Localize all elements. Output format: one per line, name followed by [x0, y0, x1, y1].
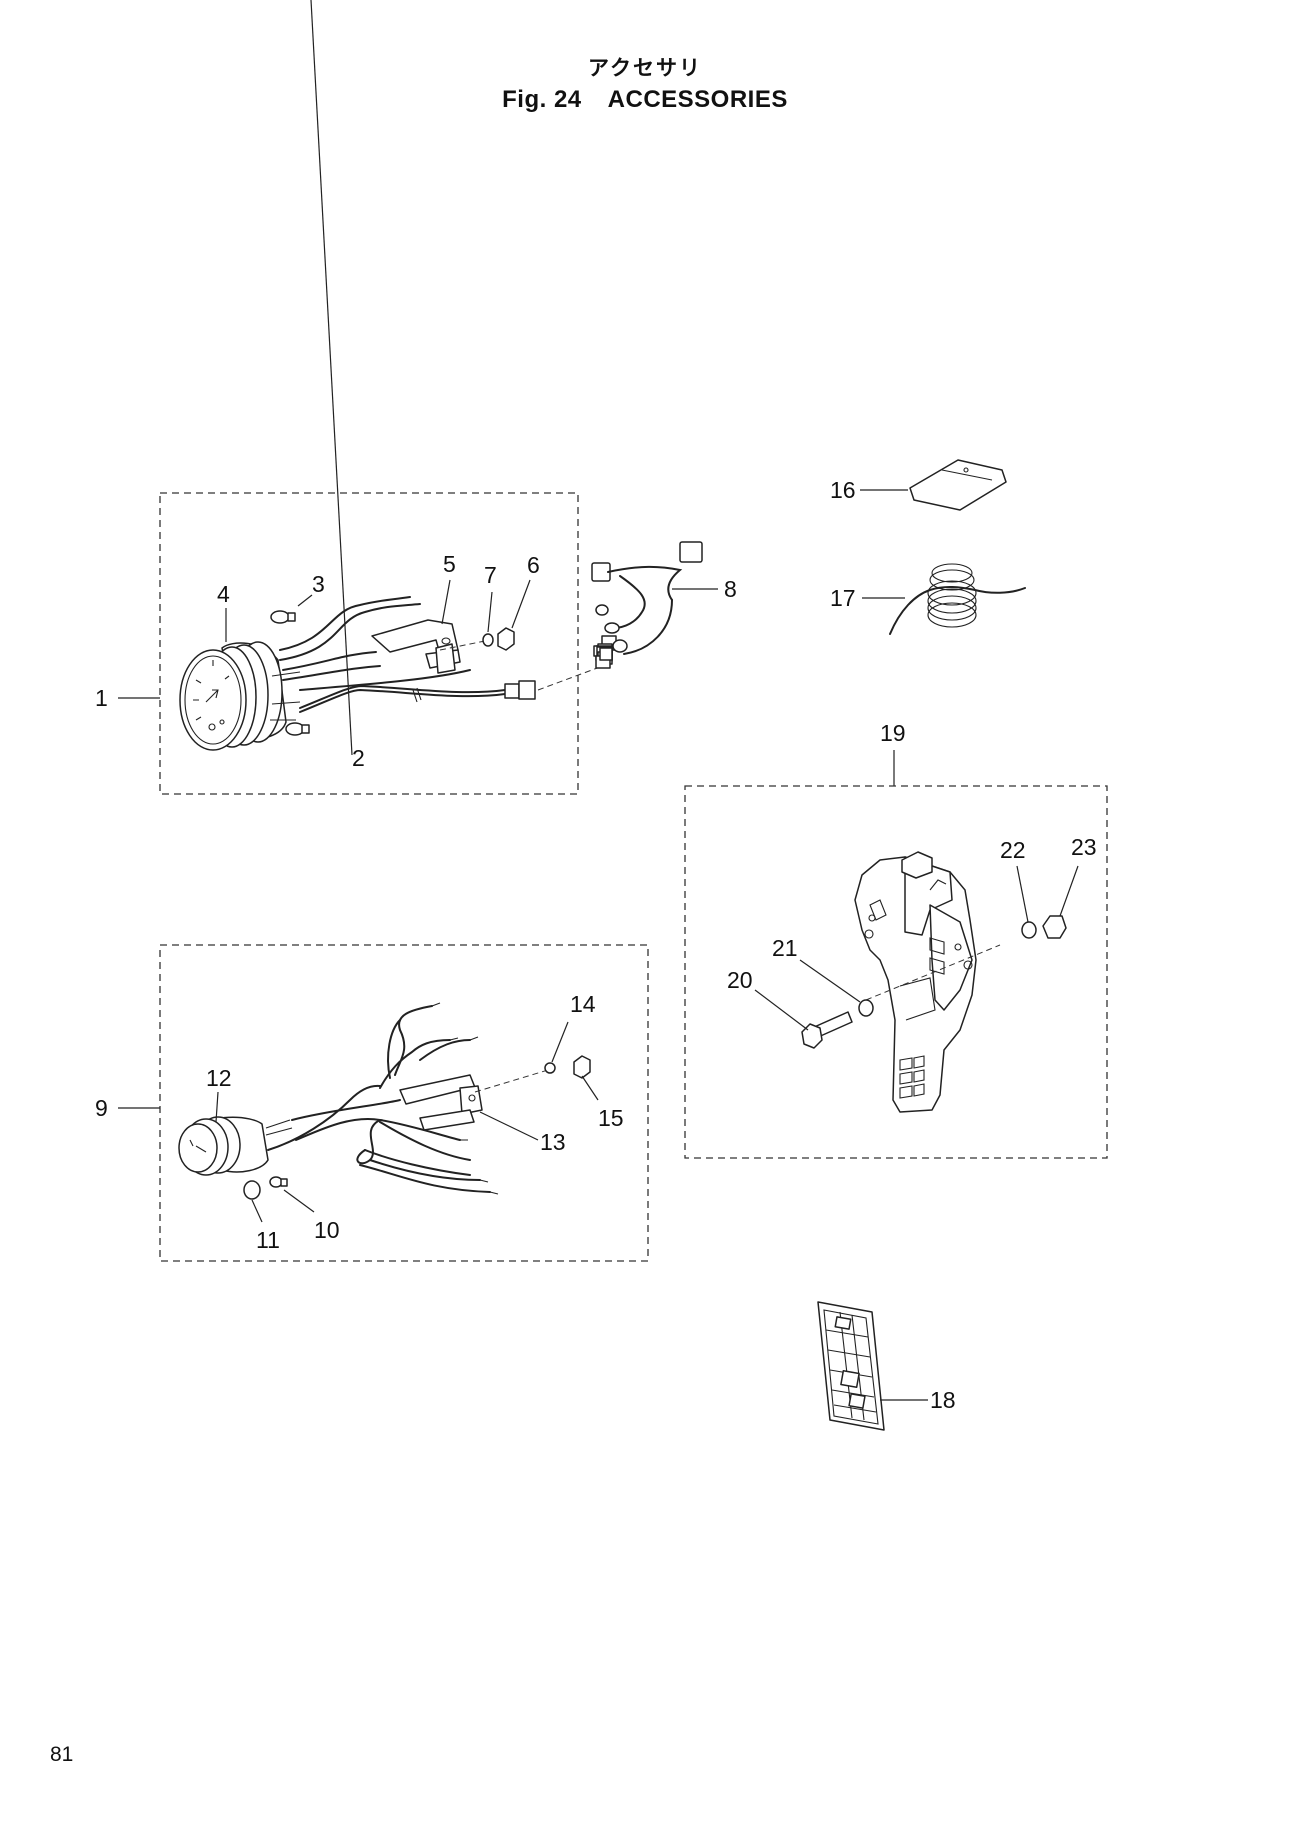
callout-4: 4 — [217, 581, 230, 607]
washer-icon — [482, 633, 494, 647]
callout-21: 21 — [772, 935, 798, 961]
callout-2: 2 — [352, 745, 365, 771]
washer-icon-21 — [858, 999, 874, 1017]
callout-8: 8 — [724, 576, 737, 602]
callout-1: 1 — [95, 685, 108, 711]
bolt-icon — [801, 1011, 853, 1049]
callout-14: 14 — [570, 991, 596, 1017]
hose-coil-icon — [889, 563, 1026, 635]
nut-icon — [497, 627, 515, 651]
page-title-japanese: アクセサリ — [588, 56, 702, 80]
callout-9: 9 — [95, 1095, 108, 1121]
washer-icon-22 — [1021, 921, 1037, 939]
figure-title: ACCESSORIES — [607, 86, 788, 113]
bracket-icon — [371, 619, 461, 674]
page-number: 81 — [50, 1743, 74, 1766]
figure-number: Fig. 24 — [502, 86, 582, 113]
trim-meter-icon — [178, 1002, 499, 1195]
callout-6: 6 — [527, 552, 540, 578]
callout-7: 7 — [484, 562, 497, 588]
label-sheet-icon — [817, 1301, 885, 1431]
callout-22: 22 — [1000, 837, 1026, 863]
callout-10: 10 — [314, 1217, 340, 1243]
bracket-assembly-icon — [854, 851, 977, 1113]
callout-3: 3 — [312, 571, 325, 597]
group-box-9 — [159, 944, 649, 1262]
callout-5: 5 — [443, 551, 456, 577]
callout-20: 20 — [727, 967, 753, 993]
bag-icon — [909, 459, 1007, 511]
callout-13: 13 — [540, 1129, 566, 1155]
callout-11: 11 — [256, 1227, 280, 1253]
callout-12: 12 — [206, 1065, 232, 1091]
callout-15: 15 — [598, 1105, 624, 1131]
bulb-icon-2 — [285, 722, 310, 736]
bulb-icon-10 — [269, 1176, 288, 1188]
wiring-harness-icon — [591, 541, 703, 669]
callout-17: 17 — [830, 585, 856, 611]
callout-23: 23 — [1071, 834, 1097, 860]
page-title: Fig. 24 ACCESSORIES — [0, 86, 1290, 114]
tachometer-icon — [179, 596, 536, 751]
cap-icon — [243, 1180, 261, 1200]
washer-icon-14 — [544, 1062, 556, 1074]
callout-18: 18 — [930, 1387, 956, 1413]
nut-icon-23 — [1042, 915, 1067, 939]
callout-19: 19 — [880, 720, 906, 746]
callout-16: 16 — [830, 477, 856, 503]
group-box-1 — [159, 492, 579, 795]
nut-icon-15 — [573, 1055, 591, 1079]
group-box-19 — [684, 785, 1108, 1159]
bulb-icon — [270, 610, 296, 624]
